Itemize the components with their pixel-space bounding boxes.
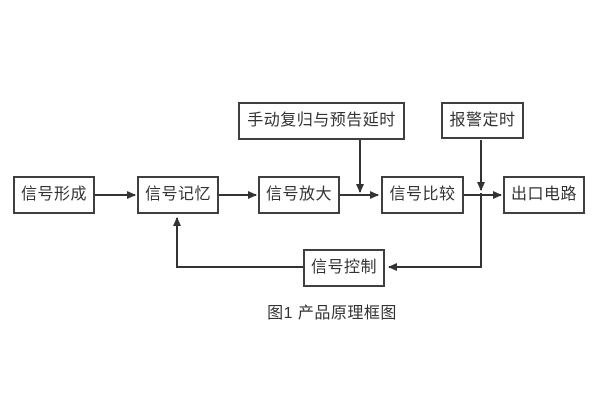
node-output-circuit-label: 出口电路: [510, 186, 577, 203]
diagram-caption: 图1 产品原理框图: [267, 305, 397, 322]
node-manual-reset-delay-label: 手动复归与预告延时: [247, 112, 396, 129]
node-signal-comparison-label: 信号比较: [389, 186, 456, 203]
node-signal-formation-label: 信号形成: [20, 186, 87, 203]
node-alarm-timing-label: 报警定时: [449, 111, 516, 129]
node-signal-comparison: 信号比较: [381, 176, 464, 214]
node-alarm-timing: 报警定时: [441, 102, 524, 139]
node-signal-memory-label: 信号记忆: [144, 186, 211, 203]
arrow-to-signal-control: [388, 193, 482, 271]
node-signal-memory: 信号记忆: [137, 176, 219, 214]
node-signal-amplification: 信号放大: [258, 176, 340, 214]
node-manual-reset-delay: 手动复归与预告延时: [238, 102, 405, 140]
node-signal-control-label: 信号控制: [310, 259, 377, 276]
node-signal-amplification-label: 信号放大: [265, 186, 332, 203]
node-signal-control: 信号控制: [303, 249, 385, 287]
arrow-signal-control-feedback-to-signal-memory: [173, 217, 303, 268]
node-output-circuit: 出口电路: [503, 176, 585, 214]
node-signal-formation: 信号形成: [13, 176, 95, 214]
